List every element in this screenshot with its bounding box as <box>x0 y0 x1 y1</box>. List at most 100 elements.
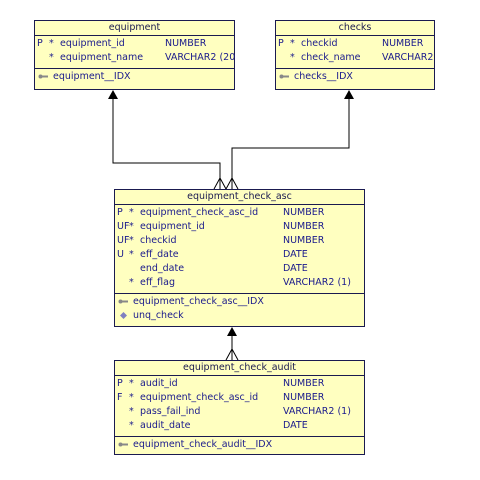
relation-equipment-line <box>112 98 221 189</box>
column-row: UF * checkid NUMBER <box>115 234 364 248</box>
entity-equipment[interactable]: equipment P * equipment_id NUMBER * equi… <box>34 20 235 90</box>
column-type: VARCHAR2 (1) <box>283 406 351 417</box>
key-marker: P <box>37 38 43 49</box>
index-name: equipment_check_asc__IDX <box>133 296 264 307</box>
column-row: P * equipment_id NUMBER <box>35 37 234 51</box>
crows-foot-audit <box>225 348 239 361</box>
column-type: NUMBER <box>165 38 207 49</box>
index-name: equipment_check_audit__IDX <box>133 439 273 450</box>
arrow-to-asc <box>227 327 237 336</box>
key-marker: UF <box>117 235 130 246</box>
column-name: eff_flag <box>140 277 175 288</box>
column-row: P * checkid NUMBER <box>276 37 434 51</box>
arrow-to-equipment <box>108 90 118 99</box>
key-icon <box>38 74 48 79</box>
index-name: checks__IDX <box>294 71 353 82</box>
required-marker: * <box>129 406 134 417</box>
required-marker: * <box>129 221 134 232</box>
column-name: check_name <box>301 52 361 63</box>
index-list: checks__IDX <box>276 69 434 87</box>
column-type: DATE <box>283 263 308 274</box>
column-row: P * audit_id NUMBER <box>115 377 364 391</box>
column-list: P * equipment_check_asc_id NUMBER UF * e… <box>115 205 364 294</box>
entity-title: equipment_check_audit <box>115 361 364 376</box>
index-list: equipment_check_audit__IDX <box>115 437 364 455</box>
column-name: audit_date <box>140 420 191 431</box>
crows-foot-checks <box>225 177 239 190</box>
entity-equipment-check-asc[interactable]: equipment_check_asc P * equipment_check_… <box>114 189 365 327</box>
entity-checks[interactable]: checks P * checkid NUMBER * check_name V… <box>275 20 435 90</box>
entity-title: equipment <box>35 21 234 36</box>
crows-foot-equipment <box>213 177 227 190</box>
column-type: DATE <box>283 249 308 260</box>
column-name: end_date <box>140 263 185 274</box>
column-name: checkid <box>301 38 338 49</box>
column-name: equipment_id <box>60 38 125 49</box>
entity-equipment-check-audit[interactable]: equipment_check_audit P * audit_id NUMBE… <box>114 360 365 455</box>
key-marker: P <box>117 378 123 389</box>
key-icon <box>118 299 128 304</box>
column-list: P * checkid NUMBER * check_name VARCHAR2 <box>276 36 434 69</box>
index-row: equipment__IDX <box>35 70 234 84</box>
index-row: equipment_check_audit__IDX <box>115 438 364 452</box>
column-type: NUMBER <box>283 392 325 403</box>
required-marker: * <box>129 378 134 389</box>
column-name: eff_date <box>140 249 179 260</box>
index-row: checks__IDX <box>276 70 434 84</box>
index-row: unq_check <box>115 309 364 323</box>
key-icon <box>279 74 289 79</box>
index-name: unq_check <box>133 310 184 321</box>
column-name: equipment_name <box>60 52 144 63</box>
column-row: * audit_date DATE <box>115 419 364 433</box>
required-marker: * <box>129 392 134 403</box>
required-marker: * <box>129 207 134 218</box>
column-name: checkid <box>140 235 177 246</box>
column-type: NUMBER <box>283 378 325 389</box>
index-name: equipment__IDX <box>53 71 131 82</box>
column-type: NUMBER <box>283 207 325 218</box>
column-row: * eff_flag VARCHAR2 (1) <box>115 276 364 290</box>
key-icon <box>118 442 128 447</box>
column-list: P * audit_id NUMBER F * equipment_check_… <box>115 376 364 437</box>
key-marker: P <box>278 38 284 49</box>
column-row: * check_name VARCHAR2 <box>276 51 434 65</box>
column-type: NUMBER <box>283 235 325 246</box>
column-type: DATE <box>283 420 308 431</box>
index-row: equipment_check_asc__IDX <box>115 295 364 309</box>
required-marker: * <box>290 52 295 63</box>
column-type: NUMBER <box>283 221 325 232</box>
required-marker: * <box>290 38 295 49</box>
column-type: VARCHAR2 (20 <box>165 52 235 63</box>
entity-title: checks <box>276 21 434 36</box>
index-list: equipment__IDX <box>35 69 234 87</box>
column-row: * pass_fail_ind VARCHAR2 (1) <box>115 405 364 419</box>
relation-checks-line <box>231 98 350 189</box>
required-marker: * <box>129 235 134 246</box>
required-marker: * <box>49 52 54 63</box>
column-name: audit_id <box>140 378 178 389</box>
required-marker: * <box>129 277 134 288</box>
key-marker: P <box>117 207 123 218</box>
required-marker: * <box>49 38 54 49</box>
entity-title: equipment_check_asc <box>115 190 364 205</box>
column-row: U * eff_date DATE <box>115 248 364 262</box>
key-marker: F <box>117 392 123 403</box>
diamond-icon <box>120 312 127 319</box>
column-row: * equipment_name VARCHAR2 (20 <box>35 51 235 65</box>
column-type: VARCHAR2 <box>382 52 434 63</box>
column-type: NUMBER <box>382 38 424 49</box>
key-marker: UF <box>117 221 130 232</box>
column-name: equipment_check_asc_id <box>140 207 259 218</box>
column-name: equipment_id <box>140 221 205 232</box>
index-list: equipment_check_asc__IDX unq_check <box>115 294 364 326</box>
column-type: VARCHAR2 (1) <box>283 277 351 288</box>
column-row: F * equipment_check_asc_id NUMBER <box>115 391 364 405</box>
column-row: end_date DATE <box>115 262 364 276</box>
column-row: UF * equipment_id NUMBER <box>115 220 364 234</box>
required-marker: * <box>129 420 134 431</box>
key-marker: U <box>117 249 124 260</box>
column-row: P * equipment_check_asc_id NUMBER <box>115 206 364 220</box>
column-name: equipment_check_asc_id <box>140 392 259 403</box>
column-list: P * equipment_id NUMBER * equipment_name… <box>35 36 235 69</box>
column-name: pass_fail_ind <box>140 406 201 417</box>
